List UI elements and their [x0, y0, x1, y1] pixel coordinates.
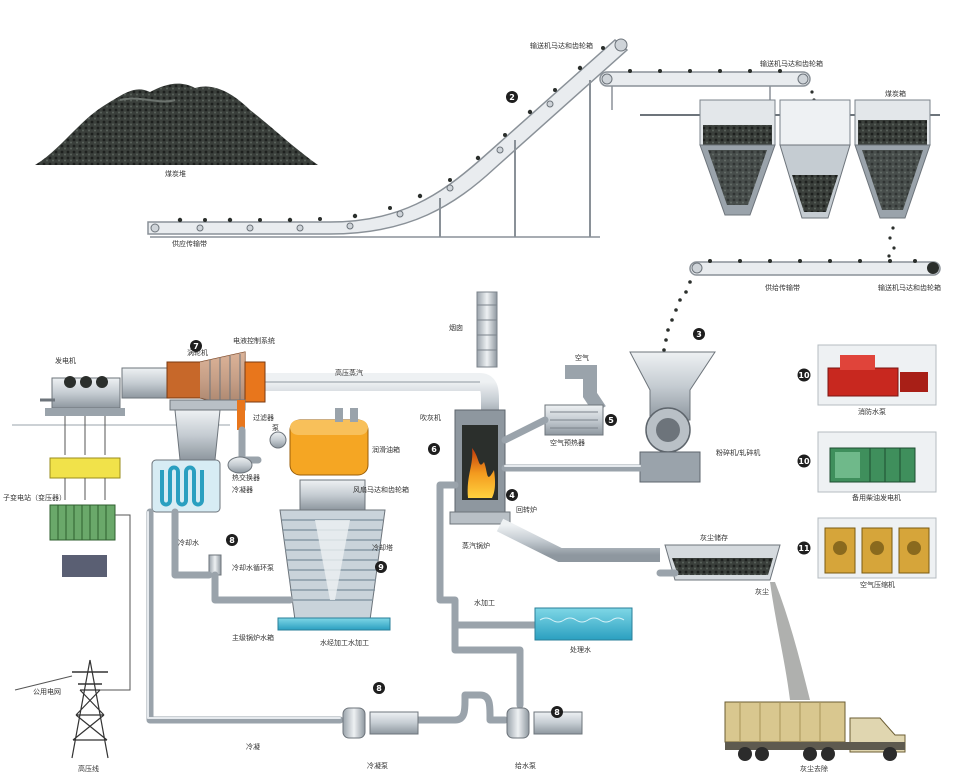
- hydraulic-control-label: 电液控制系统: [233, 336, 275, 345]
- generator-label: 发电机: [55, 356, 76, 365]
- marker-10-fire: 10: [797, 368, 811, 382]
- marker-2: 2: [506, 91, 518, 103]
- coal-pile-icon: [35, 83, 318, 165]
- feed-pump: [506, 707, 583, 739]
- feed-belt-label: 供应传输带: [172, 239, 207, 248]
- transformer-label: 子变电站（变压器）: [3, 493, 66, 502]
- ash-storage-label: 灰尘储存: [700, 533, 728, 542]
- air-preheater: [501, 365, 606, 444]
- condenser: [151, 409, 221, 513]
- turbine: [121, 351, 266, 411]
- boiler-label: 蒸汽锅炉: [462, 541, 490, 550]
- ash-storage: [656, 544, 781, 581]
- chimney: [476, 291, 498, 368]
- generator-wires: [49, 416, 121, 500]
- dump-truck-icon: [724, 701, 906, 761]
- svg-text:2: 2: [509, 93, 515, 102]
- filter-label: 过滤器: [253, 413, 274, 422]
- processed-water-label: 处理水: [570, 645, 591, 654]
- fire-pump: [817, 344, 937, 406]
- svg-text:11: 11: [798, 544, 810, 553]
- fan-motor-label: 风扇马达和齿轮箱: [353, 485, 409, 494]
- lube-system: [227, 400, 369, 476]
- main-boiler-water-label: 主级锅炉水箱: [232, 633, 274, 642]
- air-label: 空气: [575, 353, 589, 362]
- processed-water-tank: [534, 607, 633, 641]
- heat-exchanger-label: 热交换器: [232, 473, 260, 482]
- svg-text:5: 5: [608, 416, 614, 425]
- transmission-tower-icon: [14, 659, 109, 759]
- cooling-pump: [171, 508, 294, 604]
- conveyor-motor-label-top-left: 输送机马达和齿轮箱: [530, 41, 593, 50]
- high-pressure-steam-label: 高压蒸汽: [335, 368, 363, 377]
- reheater-label: 回转炉: [516, 505, 537, 514]
- svg-text:7: 7: [193, 342, 199, 351]
- svg-text:8: 8: [229, 536, 235, 545]
- feed-conveyor-right: [662, 259, 941, 374]
- air-compressor: [817, 517, 937, 579]
- feed-pump-label: 给水泵: [515, 761, 536, 770]
- lube-tank-label: 润滑油箱: [372, 445, 400, 454]
- fire-pump-label: 消防水泵: [858, 407, 886, 416]
- svg-text:6: 6: [431, 445, 437, 454]
- cooling-tower-label: 冷却塔: [372, 543, 393, 552]
- crusher-label: 粉碎机/轧碎机: [716, 448, 760, 457]
- water-treatment-label: 水经加工水加工: [320, 638, 369, 647]
- marker-8-condensate: 8: [373, 682, 385, 694]
- svg-text:9: 9: [378, 563, 384, 572]
- marker-8-cooling: 8: [226, 534, 238, 546]
- marker-6: 6: [428, 443, 440, 455]
- pump-small-label: 泵: [272, 424, 279, 432]
- air-compressor-label: 空气压缩机: [860, 580, 895, 589]
- transformer: [49, 504, 131, 691]
- cooling-pump-label: 冷却水循环泵: [232, 563, 274, 572]
- cooling-water-label: 冷却水: [178, 538, 199, 547]
- water-process-label: 水加工: [474, 598, 495, 607]
- marker-5: 5: [605, 414, 617, 426]
- svg-text:8: 8: [376, 684, 382, 693]
- marker-3: 3: [693, 328, 705, 340]
- marker-10-diesel: 10: [797, 454, 811, 468]
- ash-label: 灰尘: [755, 587, 769, 596]
- inclined-conveyor: [147, 38, 629, 238]
- turbine-label: 涡轮机: [187, 348, 208, 357]
- diesel-generator: [817, 431, 937, 493]
- svg-text:3: 3: [696, 330, 702, 339]
- crusher: [629, 351, 716, 483]
- feed-belt-right-label: 供给传输带: [765, 283, 800, 292]
- marker-9: 9: [375, 561, 387, 573]
- coal-bins: [640, 99, 940, 258]
- dust-collector-label: 吹灰机: [420, 413, 441, 422]
- marker-7: 7: [190, 340, 202, 352]
- marker-4: 4: [506, 489, 518, 501]
- boiler: [449, 409, 511, 525]
- ash-removal-label: 灰尘去除: [800, 764, 828, 773]
- upper-conveyor: [599, 69, 817, 118]
- public-grid-label: 公用电网: [33, 687, 61, 696]
- condenser-label: 冷凝器: [232, 485, 253, 494]
- coal-pile-label: 煤炭堆: [165, 169, 186, 178]
- air-preheater-label: 空气预热器: [550, 438, 585, 447]
- flame-icon: [467, 448, 496, 498]
- svg-text:8: 8: [554, 708, 560, 717]
- condensate-label: 冷凝: [246, 742, 260, 751]
- svg-text:10: 10: [798, 457, 810, 466]
- conveyor-motor-right-label: 输送机马达和齿轮箱: [878, 283, 941, 292]
- svg-text:4: 4: [509, 491, 515, 500]
- coal-bin-label: 煤炭箱: [885, 89, 906, 98]
- generator: [40, 376, 125, 416]
- diesel-generator-label: 备用柴油发电机: [852, 493, 901, 502]
- condensate-pump: [342, 707, 419, 739]
- marker-11: 11: [797, 541, 811, 555]
- chimney-label: 烟囱: [449, 323, 463, 332]
- hv-line-label: 高压线: [78, 764, 99, 773]
- cooling-tower: [277, 479, 391, 631]
- condensate-pump-label: 冷凝泵: [367, 761, 388, 770]
- svg-text:10: 10: [798, 371, 810, 380]
- marker-8-feed: 8: [551, 706, 563, 718]
- conveyor-motor-label-top-right: 输送机马达和齿轮箱: [760, 59, 823, 68]
